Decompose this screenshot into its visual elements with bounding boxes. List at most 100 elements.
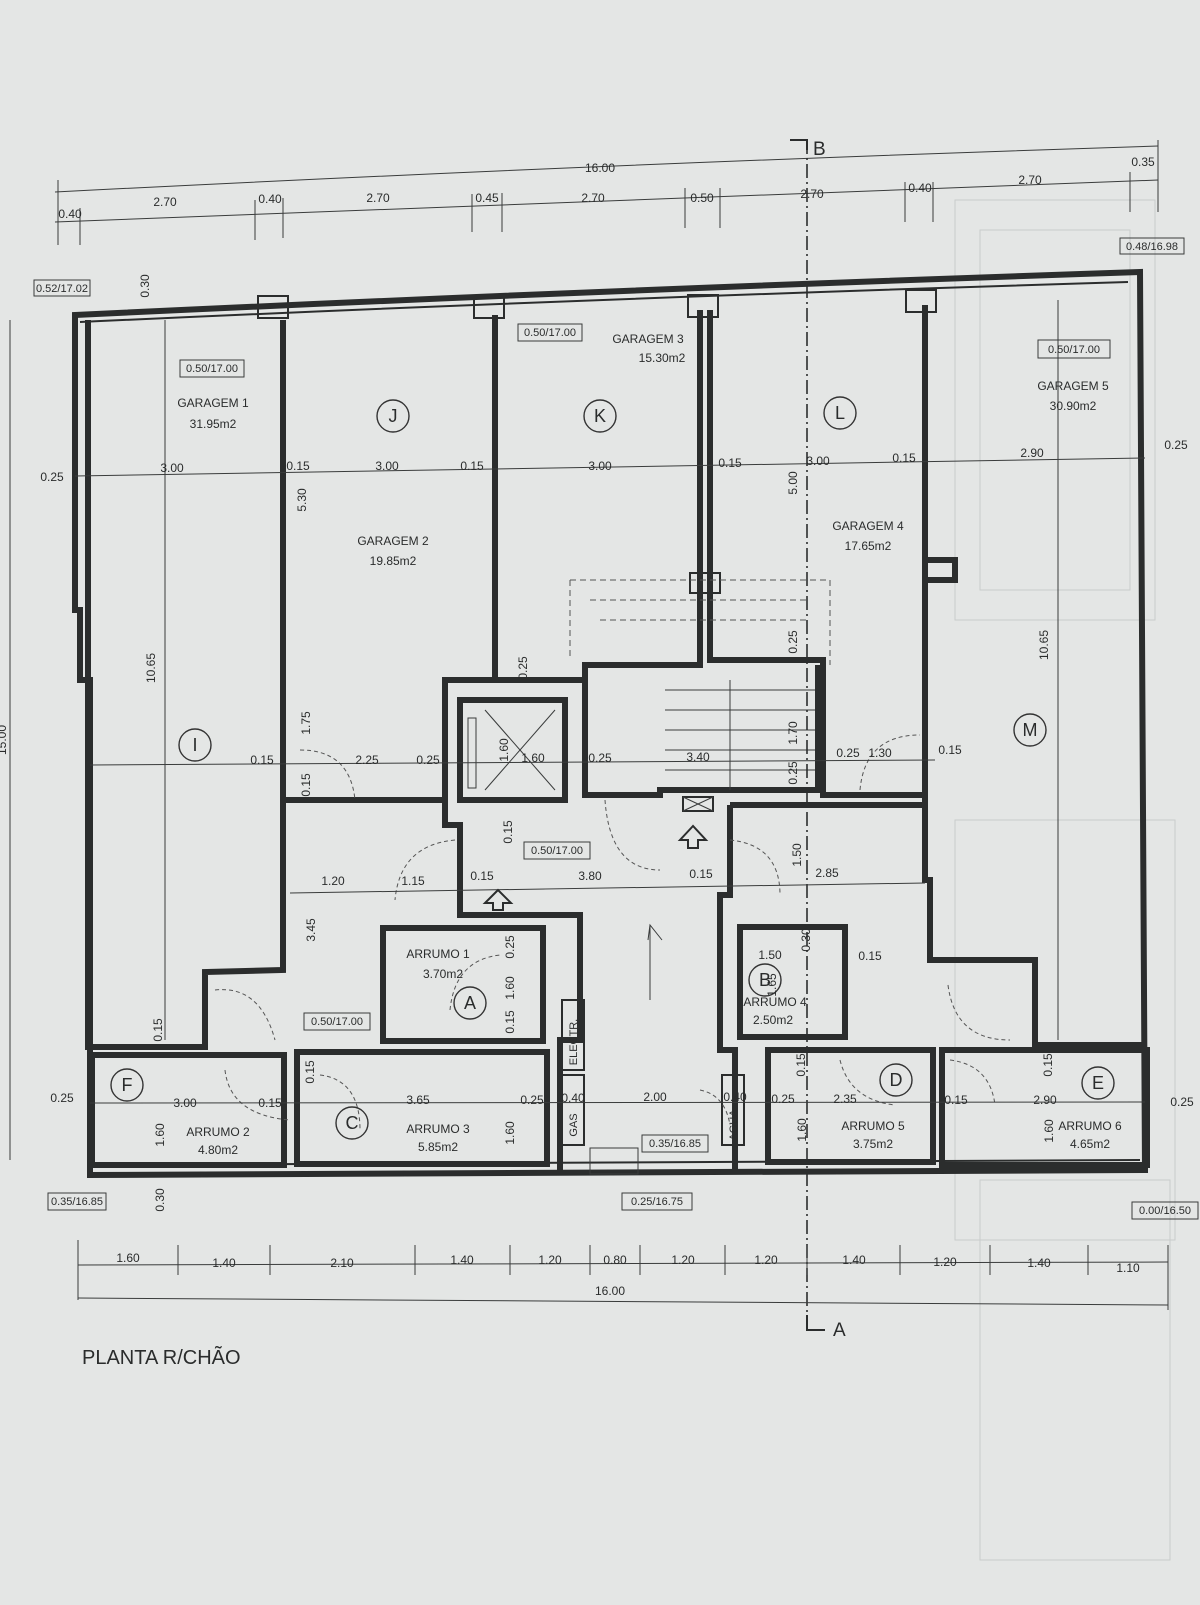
top-right-total-dim: 0.35 [1131,155,1155,169]
dim-text: 1.50 [758,948,782,962]
dim-text: 0.40 [561,1091,585,1105]
room-letter-j: J [389,406,398,426]
top-dim-seg: 0.45 [475,191,499,205]
dim-text: 0.25 [786,630,800,654]
dim-text: 0.15 [501,820,515,844]
left-dimension: 15.00 [0,320,11,1160]
garagem3-area: 15.30m2 [639,351,686,365]
level-hall: 0.50/17.00 [531,845,583,857]
dim-text: 0.25 [516,656,530,680]
arrumo2-area: 4.80m2 [198,1143,238,1157]
dim-text: 0.25 [836,746,860,760]
dim-text: 0.30 [153,1188,167,1212]
dim-text: 0.25 [771,1092,795,1106]
room-letter-d: D [890,1070,903,1090]
dim-text: 3.45 [304,918,318,942]
dim-text: 0.15 [689,867,713,881]
dim-text: 0.15 [1041,1053,1055,1077]
arrumo2-name: ARRUMO 2 [186,1125,250,1139]
room-letter-a: A [464,993,476,1013]
dim-text: 3.00 [160,461,184,475]
inner-dimension-texts: 0.25 3.00 0.15 3.00 0.15 3.00 0.15 3.00 … [40,274,1194,1212]
top-dim-seg: 0.40 [58,207,82,221]
dim-text: 0.15 [892,451,916,465]
garagem3-name: GARAGEM 3 [612,332,684,346]
dim-text: 2.90 [1020,446,1044,460]
section-mark-b: B [813,139,826,160]
dim-text: 1.60 [153,1123,167,1147]
dim-text: 0.30 [138,274,152,298]
dim-text: 0.25 [416,753,440,767]
top-dim-seg: 2.70 [581,191,605,205]
bottom-dim-seg: 2.10 [330,1256,354,1270]
dim-text: 2.35 [833,1092,857,1106]
level-top-right: 0.48/16.98 [1126,241,1178,253]
arrumo6-name: ARRUMO 6 [1058,1119,1122,1133]
dim-text: 3.00 [375,459,399,473]
garagem1-area: 31.95m2 [190,417,237,431]
dim-text: 3.40 [686,750,710,764]
dim-text: 0.25 [1164,438,1188,452]
dim-text: 1.70 [786,721,800,745]
dim-text: 10.65 [144,653,158,683]
dim-text: 0.25 [40,470,64,484]
bottom-dim-seg: 1.40 [1027,1256,1051,1270]
dim-text: 0.15 [718,456,742,470]
arrumo5-name: ARRUMO 5 [841,1119,905,1133]
arrumo4-area: 2.50m2 [753,1013,793,1027]
arrow-icons [482,824,709,1000]
arrumo1-area: 3.70m2 [423,967,463,981]
ghost-lines [954,199,1176,1561]
top-dimension-chain: 16.00 0.35 0.40 2.70 0.40 2.70 0.45 2.70… [54,140,1159,245]
garagem2-area: 19.85m2 [370,554,417,568]
dim-text: 0.15 [460,459,484,473]
room-letter-l: L [835,403,845,423]
room-letter-markers: I J K L M A F C B D E [110,396,1115,1140]
dim-text: 0.25 [1170,1095,1194,1109]
top-total-dim: 16.00 [585,161,615,175]
bottom-dim-seg: 1.20 [671,1253,695,1267]
up-arrow-icon [482,888,514,911]
garagem4-area: 17.65m2 [845,539,892,553]
dim-text: 2.90 [1033,1093,1057,1107]
dim-text: 1.60 [503,1121,517,1145]
section-line: B A [790,139,846,1341]
level-bottom-mid-left: 0.35/16.85 [649,1138,701,1150]
dim-text: 3.00 [806,454,830,468]
dim-text: 0.15 [303,1060,317,1084]
room-labels: GARAGEM 1 31.95m2 GARAGEM 2 19.85m2 GARA… [177,332,1122,1157]
bottom-dim-seg: 1.20 [754,1253,778,1267]
dim-text: 0.25 [503,935,517,959]
dim-text: 1.75 [299,711,313,735]
dim-text: 0.15 [470,869,494,883]
room-letter-c: C [346,1113,359,1133]
level-garagem5: 0.50/17.00 [1048,344,1100,356]
arrumo1-name: ARRUMO 1 [406,947,470,961]
level-bottom-mid: 0.25/16.75 [631,1196,683,1208]
level-garagem3: 0.50/17.00 [524,327,576,339]
dim-text: 1.60 [1042,1119,1056,1143]
bottom-dim-seg: 1.10 [1116,1261,1140,1275]
dim-text: 0.40 [723,1090,747,1104]
dim-text: 3.80 [578,869,602,883]
dim-text: 0.15 [858,949,882,963]
garage-partitions [85,289,1145,1050]
level-bottom-right: 0.00/16.50 [1139,1205,1191,1217]
garagem2-name: GARAGEM 2 [357,534,429,548]
dim-text: 5.00 [786,471,800,495]
core-walls [89,579,1150,1175]
dim-text: 1.60 [503,976,517,1000]
dim-text: 0.15 [944,1093,968,1107]
top-dim-seg: 0.40 [908,181,932,195]
dim-text: 0.15 [286,459,310,473]
dim-text: 0.15 [151,1018,165,1042]
garagem5-name: GARAGEM 5 [1037,379,1109,393]
dim-text: 0.25 [520,1093,544,1107]
room-letter-k: K [594,406,606,426]
level-garagem1: 0.50/17.00 [186,363,238,375]
dim-text: 0.15 [938,743,962,757]
arrumo4-name: ARRUMO 4 [743,995,807,1009]
dim-text: 0.15 [794,1053,808,1077]
top-dim-seg: 2.70 [1018,173,1042,187]
